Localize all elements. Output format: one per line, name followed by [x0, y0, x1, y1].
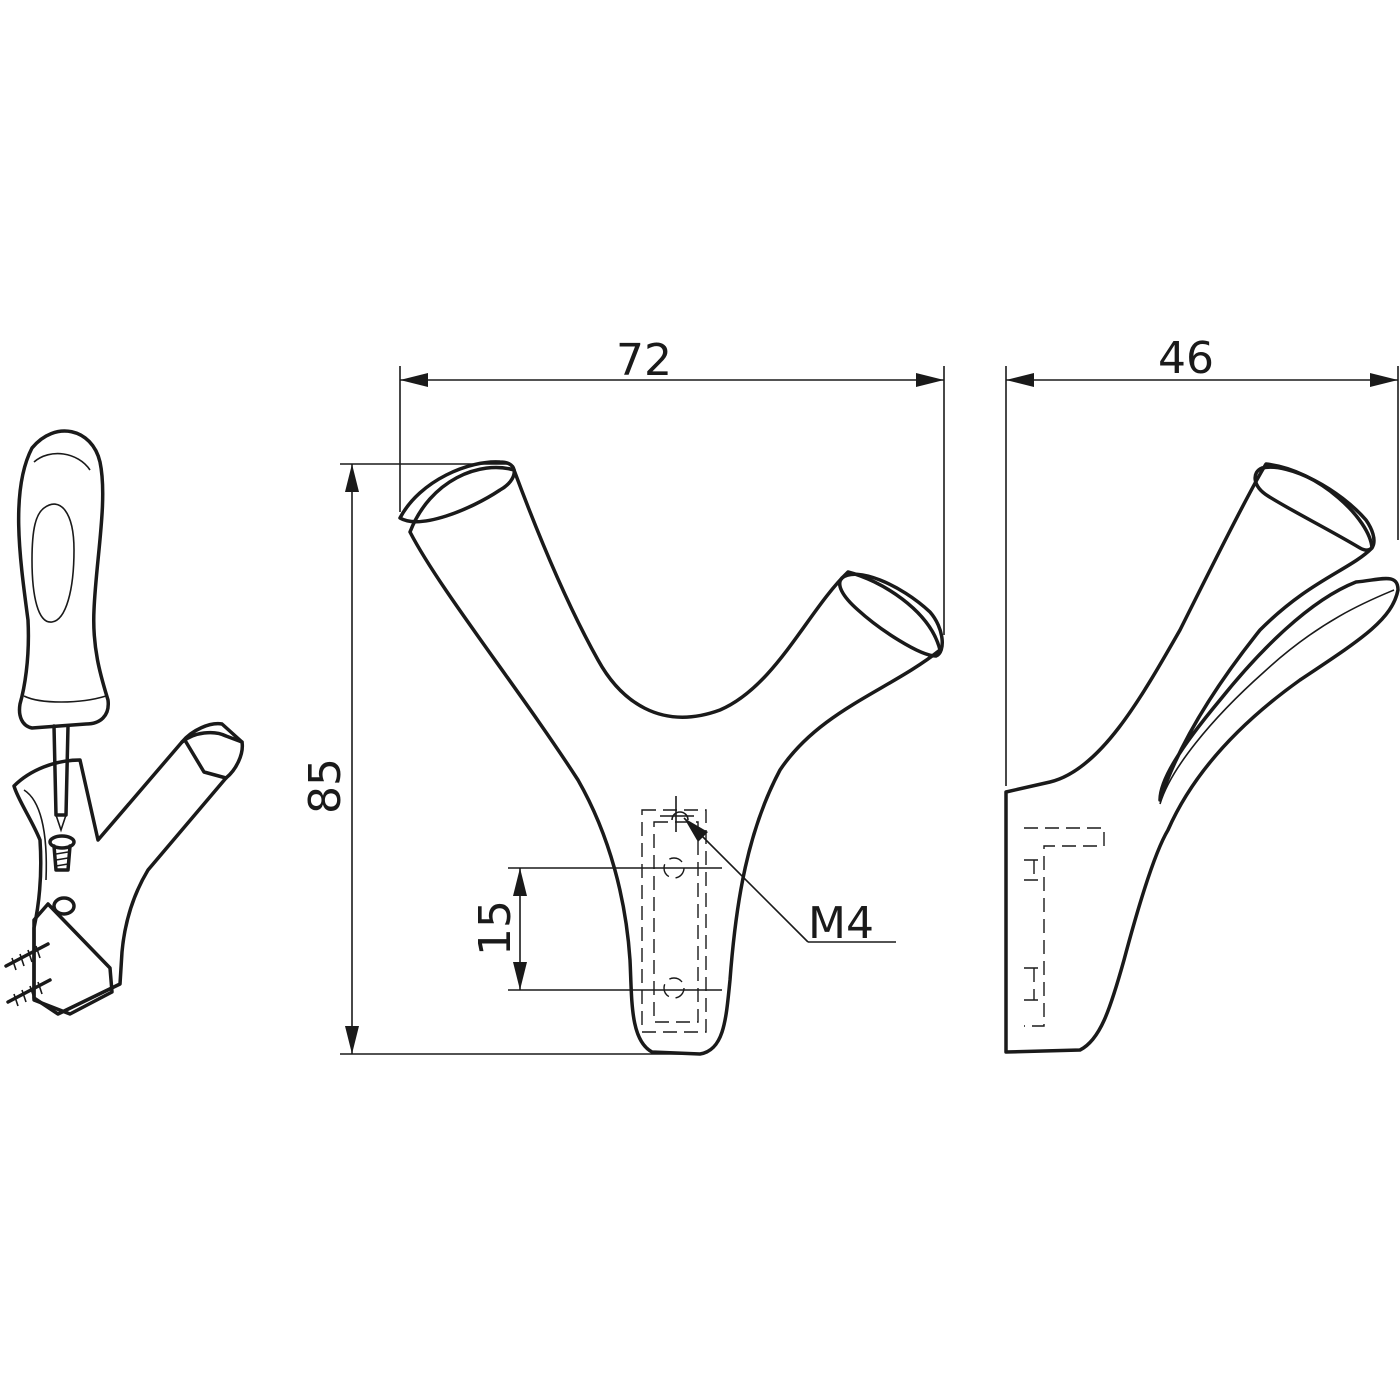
screwdriver-grip-recess [31, 503, 75, 623]
hook-outline-side [1004, 462, 1400, 1054]
plate-screw-hole [52, 896, 76, 916]
screwdriver-grip-top [33, 452, 91, 471]
side-view: 46 [1004, 333, 1400, 1054]
width-dimension-label: 72 [616, 335, 672, 386]
screwdriver-shaft [52, 724, 70, 817]
installation-illustration [4, 429, 245, 1016]
height-dimension-label: 85 [300, 758, 351, 814]
hidden-mounting-plate-side [1024, 827, 1105, 1027]
screwdriver-tip [55, 814, 67, 833]
hole-spacing-label: 15 [470, 900, 521, 956]
front-view: 72 85 15 M4 [300, 335, 945, 1056]
thread-label: M4 [808, 898, 874, 949]
right-arm-end [837, 572, 944, 658]
hidden-mounting-plate [641, 796, 707, 1033]
hole-spacing-dimension: 15 [470, 867, 722, 991]
left-arm-end [398, 460, 516, 524]
depth-dimension: 46 [1005, 333, 1399, 786]
wall-screws [4, 942, 52, 1007]
width-dimension: 72 [399, 335, 945, 635]
mounting-plate [32, 902, 114, 1016]
hook-outline-front [408, 465, 942, 1056]
hook-inner-edge [23, 789, 48, 881]
height-dimension: 85 [300, 463, 700, 1055]
lower-arm-edge-side [1159, 589, 1395, 805]
depth-dimension-label: 46 [1158, 333, 1214, 384]
mounting-screw [48, 834, 76, 872]
screwdriver-handle [16, 429, 110, 730]
hook-arm-end [180, 730, 244, 780]
screwdriver-collar [23, 695, 107, 703]
upper-arm-end-side [1253, 465, 1376, 552]
thread-callout: M4 [683, 817, 896, 949]
hook-body-isometric [12, 721, 245, 1016]
